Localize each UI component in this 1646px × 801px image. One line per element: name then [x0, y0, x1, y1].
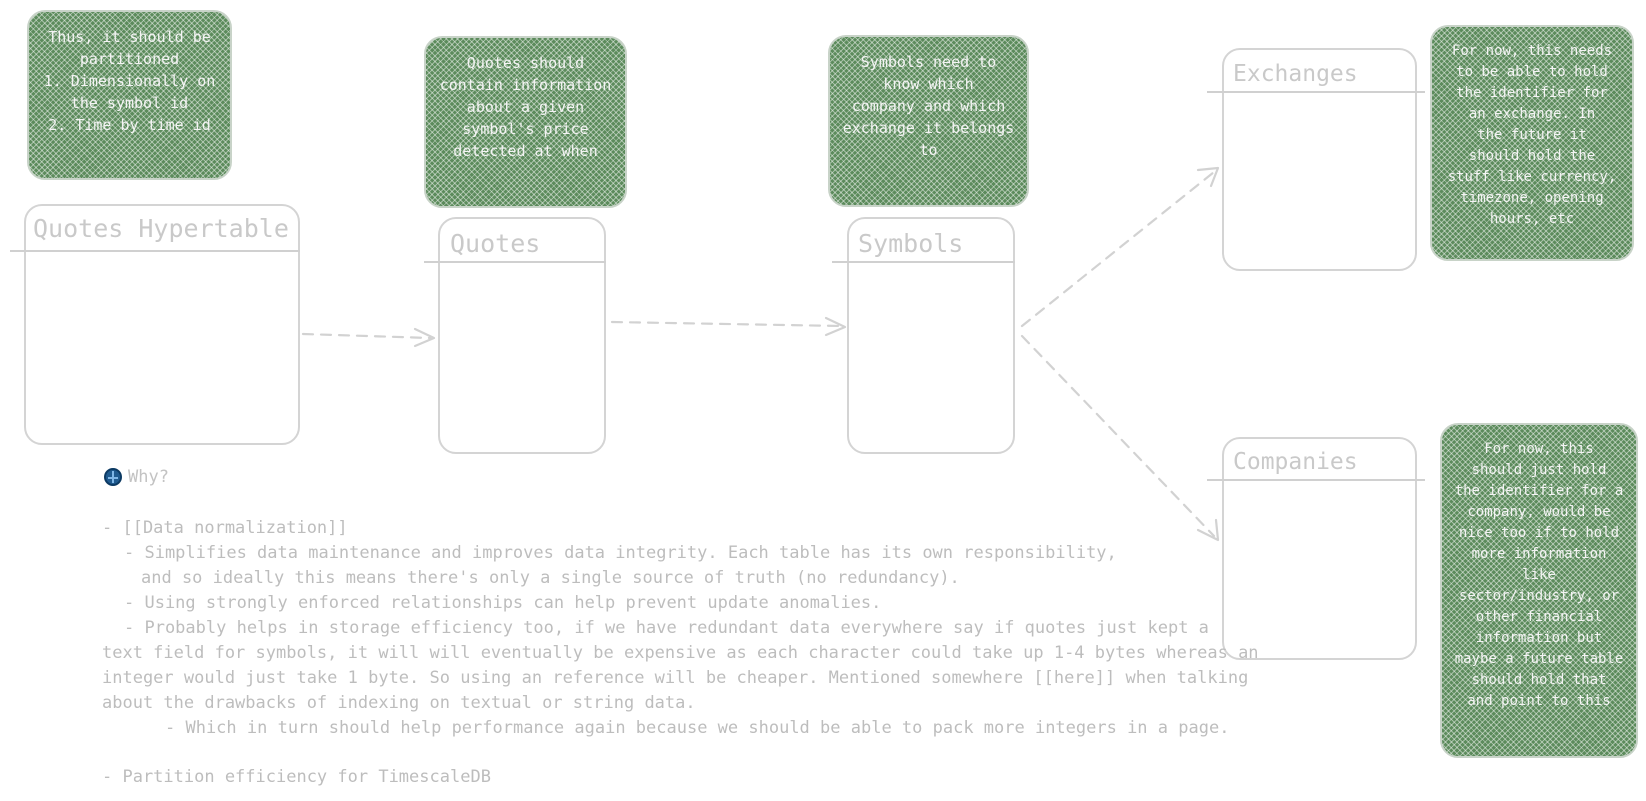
note-hypertable[interactable]: Thus, it should be partitioned 1. Dimens… — [27, 10, 232, 180]
table-exchanges[interactable] — [1222, 48, 1417, 271]
arrow-hypertable-to-quotes — [301, 332, 432, 340]
table-companies-title: Companies — [1233, 449, 1358, 475]
note-companies[interactable]: For now, this should just hold the ident… — [1440, 423, 1638, 758]
table-symbols-title: Symbols — [858, 229, 964, 258]
table-quotes-hypertable-title: Quotes Hypertable — [33, 214, 289, 243]
table-symbols-divider — [832, 261, 1015, 263]
note-symbols[interactable]: Symbols need to know which company and w… — [828, 35, 1029, 207]
table-symbols[interactable] — [847, 217, 1015, 454]
why-line-8: about the drawbacks of indexing on textu… — [102, 693, 696, 713]
note-exchanges[interactable]: For now, this needs to be able to hold t… — [1430, 25, 1634, 261]
arrowhead-quotes — [413, 327, 436, 348]
why-line-6: text field for symbols, it will will eve… — [102, 643, 1259, 663]
note-quotes[interactable]: Quotes should contain information about … — [424, 36, 627, 208]
why-line-4: - Using strongly enforced relationships … — [124, 593, 882, 613]
arrow-symbols-to-companies — [1020, 334, 1216, 538]
table-quotes[interactable] — [438, 217, 606, 454]
table-companies[interactable] — [1222, 437, 1417, 660]
table-companies-divider — [1207, 479, 1425, 481]
arrowhead-exchanges — [1196, 166, 1220, 188]
why-line-1[interactable]: - [[Data normalization]] — [102, 518, 348, 538]
table-quotes-hypertable-divider — [10, 250, 300, 252]
why-heading: Why? — [128, 467, 169, 487]
table-quotes-title: Quotes — [450, 229, 541, 258]
arrowhead-symbols — [824, 316, 847, 337]
why-line-5: - Probably helps in storage efficiency t… — [124, 618, 1209, 638]
table-quotes-hypertable[interactable] — [24, 204, 300, 445]
arrow-quotes-to-symbols — [610, 320, 844, 328]
arrowhead-companies — [1196, 518, 1220, 542]
arrow-symbols-to-exchanges — [1020, 170, 1216, 328]
why-heading-row: Why? — [104, 467, 169, 487]
why-line-10: - Partition efficiency for TimescaleDB — [102, 767, 491, 787]
table-quotes-divider — [424, 261, 606, 263]
why-line-7[interactable]: integer would just take 1 byte. So using… — [102, 668, 1249, 688]
why-line-2: - Simplifies data maintenance and improv… — [124, 543, 1117, 563]
table-exchanges-divider — [1207, 91, 1425, 93]
table-exchanges-title: Exchanges — [1233, 61, 1358, 87]
globe-icon[interactable] — [104, 468, 122, 486]
why-line-9: - Which in turn should help performance … — [165, 718, 1230, 738]
why-line-3: and so ideally this means there's only a… — [141, 568, 960, 588]
